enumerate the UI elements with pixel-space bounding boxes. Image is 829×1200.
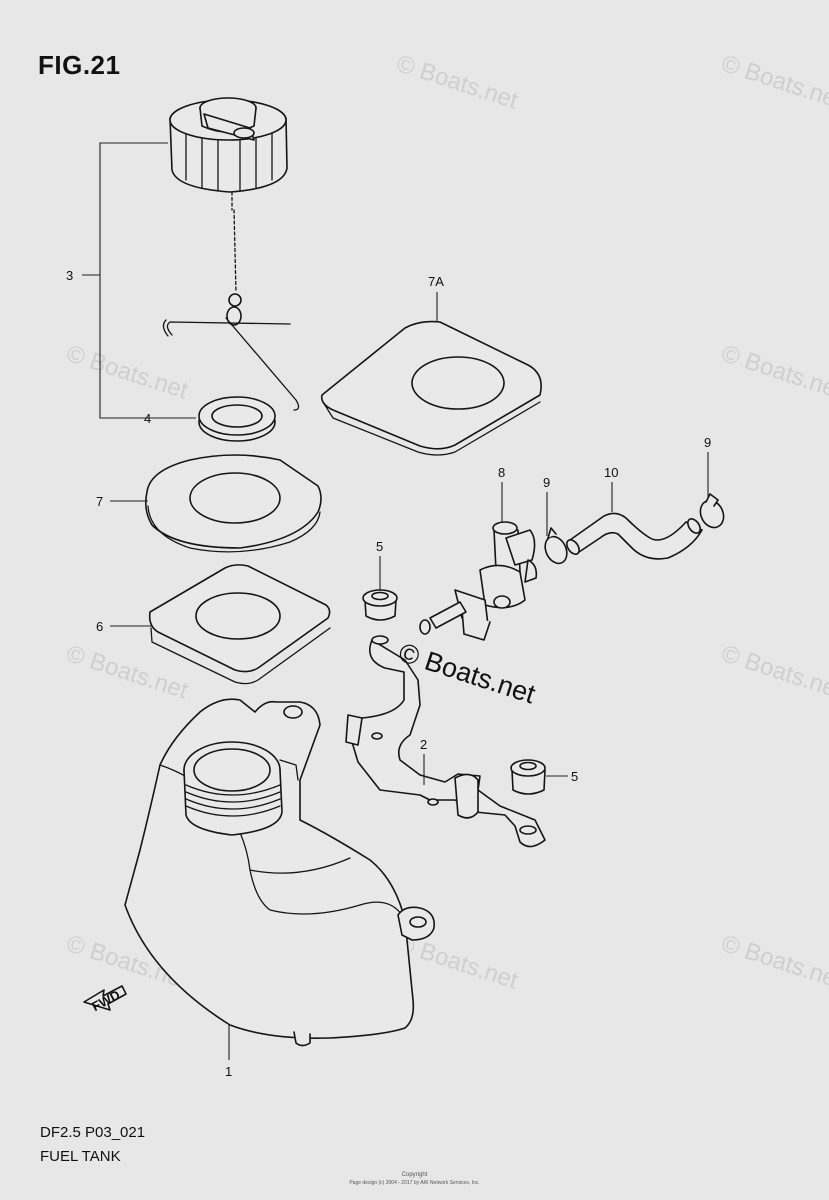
figure-caption: FUEL TANK <box>40 1148 121 1165</box>
fuel-tank[interactable]: FWD <box>83 698 436 1047</box>
leader-lines <box>82 142 709 1060</box>
callout-7: 7 <box>96 494 103 509</box>
watermark-text: © Boats.net <box>718 50 829 115</box>
callout-2: 2 <box>420 737 427 752</box>
grommet-lower[interactable] <box>510 759 546 795</box>
fuel-tank-plate[interactable] <box>148 564 331 685</box>
fuel-tank-bracket[interactable] <box>345 635 546 848</box>
watermark-text: © Boats.net <box>393 50 521 115</box>
callout-10: 10 <box>604 465 618 480</box>
callout-4: 4 <box>144 411 151 426</box>
fuel-hose[interactable] <box>564 512 703 560</box>
watermark-text: © Boats.net <box>63 640 191 705</box>
callout-6: 6 <box>96 619 103 634</box>
watermark-text: © Boats.net <box>718 930 829 995</box>
callout-5-lower: 5 <box>571 769 578 784</box>
watermark-text: © Boats.net <box>718 340 829 405</box>
fuel-cock[interactable] <box>419 521 538 641</box>
figure-title: FIG.21 <box>38 50 121 80</box>
fwd-marking: FWD <box>89 987 122 1014</box>
hose-clip-right[interactable] <box>696 493 728 531</box>
callout-labels: 3 4 7 6 7A 8 9 10 9 5 2 5 1 <box>66 268 711 1079</box>
callout-3: 3 <box>66 268 73 283</box>
model-code: DF2.5 P03_021 <box>40 1124 146 1141</box>
copyright-text: Page design (c) 2004 - 2017 by ARI Netwo… <box>349 1180 480 1186</box>
cap-gasket[interactable] <box>198 396 276 442</box>
gasket-7a[interactable] <box>320 320 542 456</box>
gasket-7[interactable] <box>145 454 322 553</box>
callout-9-left: 9 <box>543 475 550 490</box>
callout-1: 1 <box>225 1064 232 1079</box>
callout-5-upper: 5 <box>376 539 383 554</box>
fuel-cap-assembly[interactable] <box>162 97 300 411</box>
hose-clip-left[interactable] <box>541 527 571 567</box>
watermark-text: © Boats.net <box>718 640 829 705</box>
watermark-text: © Boats.net <box>63 340 191 405</box>
callout-9-right: 9 <box>704 435 711 450</box>
grommet-upper[interactable] <box>362 589 398 621</box>
callout-8: 8 <box>498 465 505 480</box>
callout-7a: 7A <box>428 274 444 289</box>
copyright-label: Copyright <box>401 1172 428 1178</box>
